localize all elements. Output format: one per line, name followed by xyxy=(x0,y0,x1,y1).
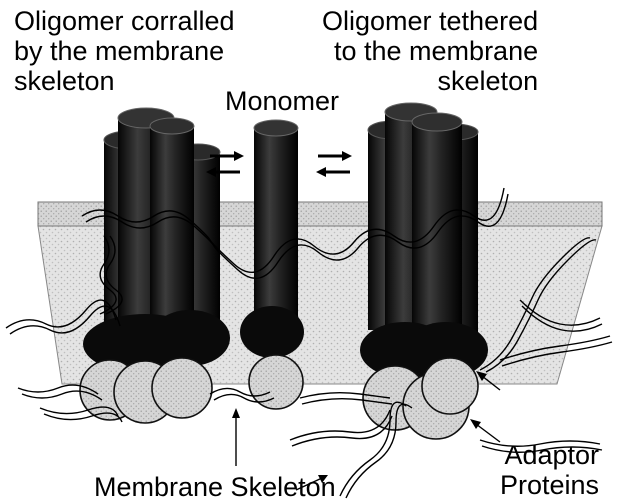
label-oligomer-corralled: Oligomer corralled by the membrane skele… xyxy=(14,6,235,96)
equilibrium-arrows-right xyxy=(316,151,352,177)
oligomer-tethered xyxy=(360,103,488,378)
label-membrane-skeleton: Membrane Skeleton xyxy=(94,472,336,502)
label-monomer: Monomer xyxy=(225,86,339,116)
oligomer-corralled xyxy=(83,108,230,374)
callout-arrow-skeleton xyxy=(232,408,240,466)
label-oligomer-tethered: Oligomer tethered to the membrane skelet… xyxy=(322,6,538,96)
label-adaptor-proteins: Adaptor Proteins xyxy=(500,440,599,500)
